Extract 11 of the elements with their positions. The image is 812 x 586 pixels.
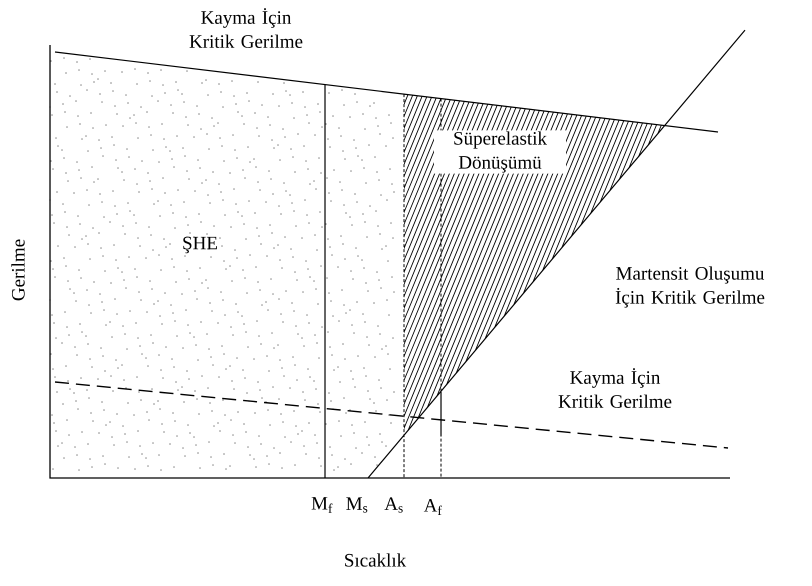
temperature-mark: A$_{s}$ — [384, 497, 403, 513]
curve-label: Kayma İçin Kritik Gerilme — [558, 368, 672, 408]
curve-label: Martensit Oluşumu İçin Kritik Gerilme — [616, 266, 764, 308]
temperature-mark: A$_{f}$ — [424, 499, 442, 515]
axis-label: Sıcaklık — [345, 553, 406, 567]
region-label: ŞHE — [183, 236, 217, 254]
temperature-mark: M$_{s}$ — [346, 497, 368, 513]
curve-label: Kayma İçin Kritik Gerilme — [190, 8, 302, 48]
temperature-mark: M$_{f}$ — [312, 497, 332, 513]
axis-label: Gerilme — [11, 240, 25, 300]
region-label: Süperelastik Dönüşümü — [434, 130, 566, 174]
